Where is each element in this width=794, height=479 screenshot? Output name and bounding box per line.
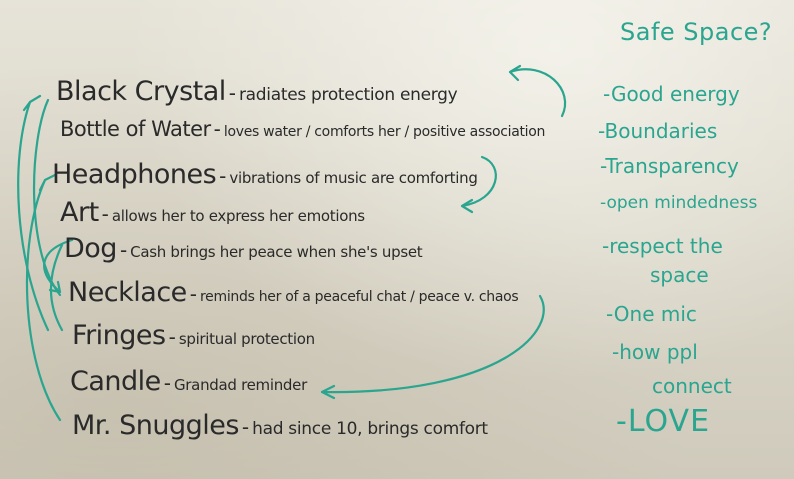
item-separator: - [168, 325, 176, 349]
right-list-item: -how ppl [612, 340, 698, 364]
item-label: Candle [70, 366, 161, 397]
list-item: Necklace-reminds her of a peaceful chat … [68, 277, 519, 308]
item-description: loves water / comforts her / positive as… [223, 124, 546, 140]
item-description: spiritual protection [178, 330, 315, 348]
item-description: allows her to express her emotions [111, 207, 365, 225]
list-item: Dog-Cash brings her peace when she's ups… [64, 233, 423, 264]
item-label: Dog [64, 233, 117, 264]
right-list-item: connect [652, 374, 732, 398]
item-label: Art [60, 197, 99, 228]
right-list-item: -Boundaries [598, 119, 718, 143]
list-item: Mr. Snuggles-had since 10, brings comfor… [72, 410, 488, 441]
right-list-item: -One mic [606, 302, 697, 326]
list-item: Art-allows her to express her emotions [60, 197, 365, 228]
item-description: had since 10, brings comfort [252, 419, 488, 439]
right-list-item: -open mindedness [600, 193, 758, 213]
item-description: radiates protection energy [238, 85, 458, 105]
item-separator: - [163, 371, 171, 395]
item-label: Mr. Snuggles [72, 410, 239, 441]
item-separator: - [241, 415, 250, 439]
list-item: Black Crystal-radiates protection energy [56, 76, 458, 107]
list-item: Fringes-spiritual protection [72, 320, 315, 351]
item-separator: - [228, 81, 236, 105]
item-description: Grandad reminder [173, 376, 307, 394]
item-label: Fringes [72, 320, 166, 351]
arrow-snuggles-to-headphones [25, 173, 62, 422]
item-label: Necklace [68, 277, 187, 308]
item-label: Headphones [52, 159, 217, 190]
arrow-crystal-bottle [508, 64, 567, 118]
item-label: Black Crystal [56, 76, 226, 107]
right-list-item: -Transparency [600, 154, 739, 178]
arrow-fringes-to-crystal [17, 94, 50, 332]
right-list-item: -Good energy [603, 82, 740, 106]
arrow-necklace-to-crystal [32, 98, 62, 297]
arrow-necklace-candle [320, 294, 545, 400]
item-separator: - [213, 117, 221, 141]
item-separator: - [219, 164, 227, 188]
right-list-title: Safe Space? [620, 18, 773, 46]
item-description: reminds her of a peaceful chat / peace v… [200, 289, 519, 305]
item-label: Bottle of Water [60, 117, 211, 141]
item-description: Cash brings her peace when she's upset [130, 243, 423, 261]
arrow-headphones-art [460, 155, 497, 214]
list-item: Headphones-vibrations of music are comfo… [52, 159, 478, 190]
list-item: Candle-Grandad reminder [70, 366, 307, 397]
list-item: Bottle of Water-loves water / comforts h… [60, 117, 545, 141]
item-separator: - [119, 238, 128, 262]
right-list-item: -respect the [602, 234, 723, 258]
item-separator: - [101, 202, 109, 226]
right-list-item: space [650, 263, 709, 287]
arrow-fringes-to-dog [50, 243, 64, 332]
item-description: vibrations of music are comforting [229, 169, 478, 187]
item-separator: - [189, 282, 198, 306]
right-list-item: -LOVE [616, 404, 711, 439]
